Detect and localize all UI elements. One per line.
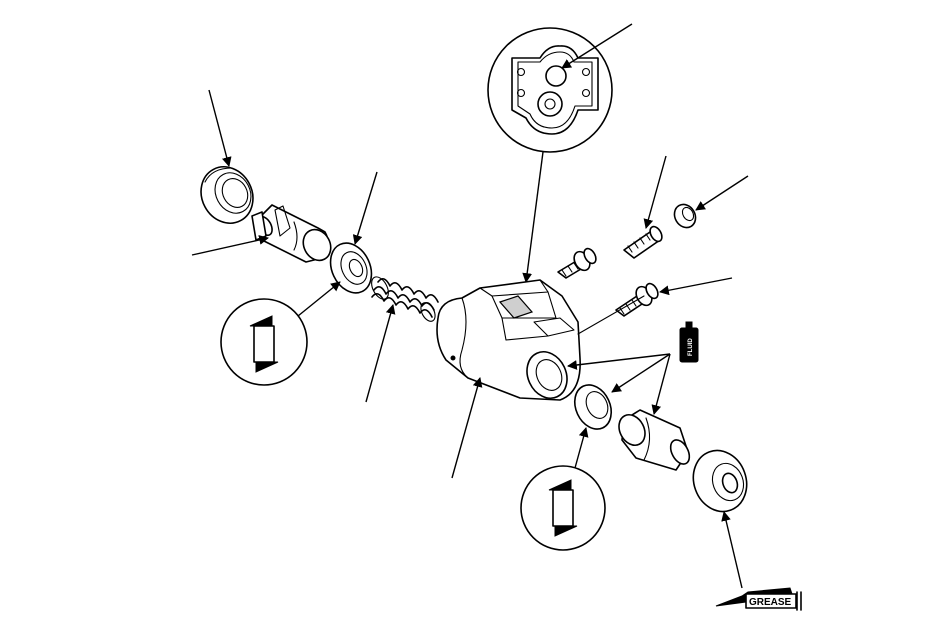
fluid-leader-2 bbox=[611, 353, 671, 393]
direction-icon-right-leader bbox=[574, 427, 589, 469]
brake-fluid-label: FLUID bbox=[688, 338, 694, 356]
piston-cup-left bbox=[329, 242, 373, 294]
mounting-bolt-leader bbox=[659, 277, 733, 296]
bleeder-screw-leader bbox=[643, 155, 667, 229]
piston-left bbox=[251, 204, 332, 263]
spring-leader bbox=[365, 304, 396, 403]
bleeder-cap-leader bbox=[695, 175, 749, 211]
mounting-bolt-upper bbox=[557, 247, 597, 279]
spring bbox=[371, 276, 439, 322]
detail-leader bbox=[561, 23, 633, 69]
bleeder-cap bbox=[673, 203, 697, 229]
grease-icon: GREASE bbox=[715, 587, 802, 611]
brake-fluid-icon: FLUID bbox=[679, 321, 699, 363]
fluid-leader-1 bbox=[567, 353, 671, 370]
direction-arrow-icon-left bbox=[220, 298, 308, 386]
grease-label: GREASE bbox=[749, 597, 792, 608]
dust-boot-right bbox=[692, 449, 748, 513]
cylinder-body-leader bbox=[451, 377, 483, 479]
mounting-bolt-lower bbox=[615, 282, 659, 317]
piston-cup-right bbox=[573, 384, 613, 430]
direction-arrow-icon-right bbox=[520, 465, 606, 551]
dust-boot-left-leader bbox=[208, 89, 232, 167]
dust-boot-left bbox=[200, 166, 254, 224]
piston-left-leader bbox=[191, 235, 269, 256]
fluid-leader-3 bbox=[651, 353, 671, 415]
detail-connector bbox=[522, 151, 544, 283]
piston-cup-left-leader bbox=[352, 171, 378, 245]
piston-right bbox=[618, 409, 691, 471]
detail-view-circle bbox=[487, 27, 613, 153]
mounting-bolt-connector bbox=[577, 295, 645, 335]
bleeder-screw bbox=[623, 225, 663, 259]
direction-icon-left-leader bbox=[297, 281, 341, 317]
wheel-cylinder-body bbox=[436, 279, 581, 401]
dust-boot-right-leader bbox=[721, 511, 743, 589]
